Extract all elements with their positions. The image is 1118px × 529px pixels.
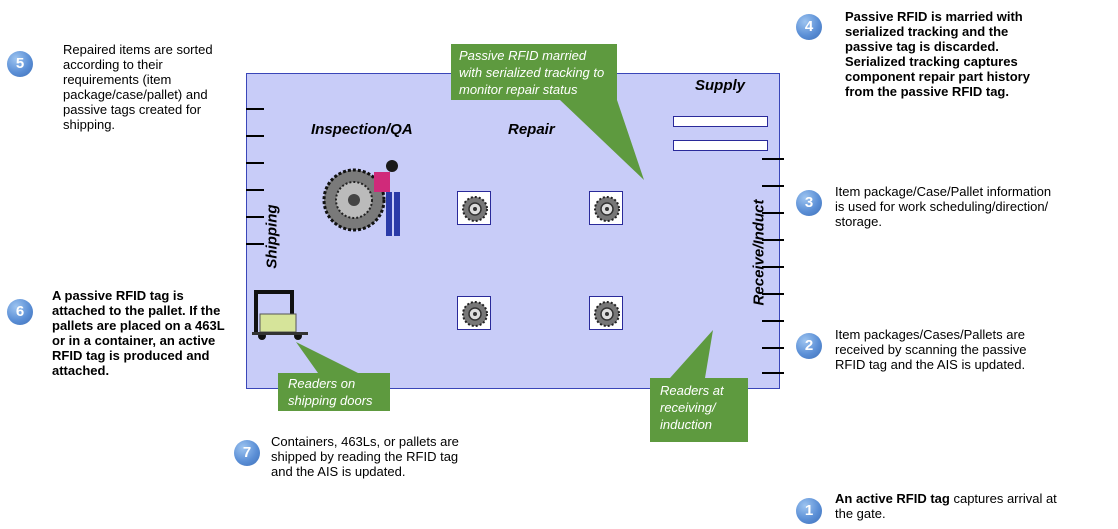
area-label-repair: Repair xyxy=(508,121,555,138)
wall-tick xyxy=(246,243,264,245)
step-6-badge: 6 xyxy=(7,299,33,325)
inspection-gear-icon xyxy=(322,160,400,236)
wall-tick xyxy=(762,320,784,322)
wall-tick xyxy=(246,108,264,110)
wall-tick xyxy=(762,212,784,214)
gear-icon xyxy=(462,301,488,327)
step-5-text: Repaired items are sorted according to t… xyxy=(63,42,213,132)
pallet-jack-icon xyxy=(252,290,308,340)
wall-tick xyxy=(246,189,264,191)
wall-tick xyxy=(762,266,784,268)
step-3-text: Item package/Case/Pallet information is … xyxy=(835,184,1052,229)
area-label-supply: Supply xyxy=(695,77,746,94)
wall-tick xyxy=(762,293,784,295)
step-2-badge: 2 xyxy=(796,333,822,359)
step-3-badge: 3 xyxy=(796,190,822,216)
repair-item-gear xyxy=(457,191,491,225)
repair-item-gear xyxy=(589,191,623,225)
gear-icon xyxy=(594,301,620,327)
gear-icon xyxy=(462,196,488,222)
supply-shelf xyxy=(673,116,768,127)
wall-tick xyxy=(762,185,784,187)
step-1-badge: 1 xyxy=(796,498,822,524)
wall-tick xyxy=(762,347,784,349)
repair-item-gear xyxy=(589,296,623,330)
wall-tick xyxy=(762,372,784,374)
gear-icon xyxy=(594,196,620,222)
step-1-bold: An active RFID tag xyxy=(835,491,950,506)
step-1-text: An active RFID tag captures arrival at t… xyxy=(835,491,1075,521)
step-6-text: A passive RFID tag is attached to the pa… xyxy=(52,288,225,378)
step-4-badge: 4 xyxy=(796,14,822,40)
wall-tick xyxy=(246,135,264,137)
supply-shelf xyxy=(673,140,768,151)
repair-item-gear xyxy=(457,296,491,330)
area-label-inspection: Inspection/QA xyxy=(311,121,413,138)
wall-tick xyxy=(246,162,264,164)
step-7-badge: 7 xyxy=(234,440,260,466)
step-1-rest: captures arrival at the gate. xyxy=(835,491,1057,521)
callout-passive-married: Passive RFID married with serialized tra… xyxy=(451,44,617,100)
step-5-badge: 5 xyxy=(7,51,33,77)
step-2-text: Item packages/Cases/Pallets are received… xyxy=(835,327,1027,372)
step-7-text: Containers, 463Ls, or pallets are shippe… xyxy=(271,434,459,479)
wall-tick xyxy=(762,239,784,241)
callout-readers-shipping: Readers on shipping doors xyxy=(278,373,390,411)
wall-tick xyxy=(762,158,784,160)
callout-readers-receiving: Readers at receiving/ induction xyxy=(650,378,748,442)
wall-tick xyxy=(246,216,264,218)
step-4-text: Passive RFID is married with serialized … xyxy=(845,9,1030,99)
